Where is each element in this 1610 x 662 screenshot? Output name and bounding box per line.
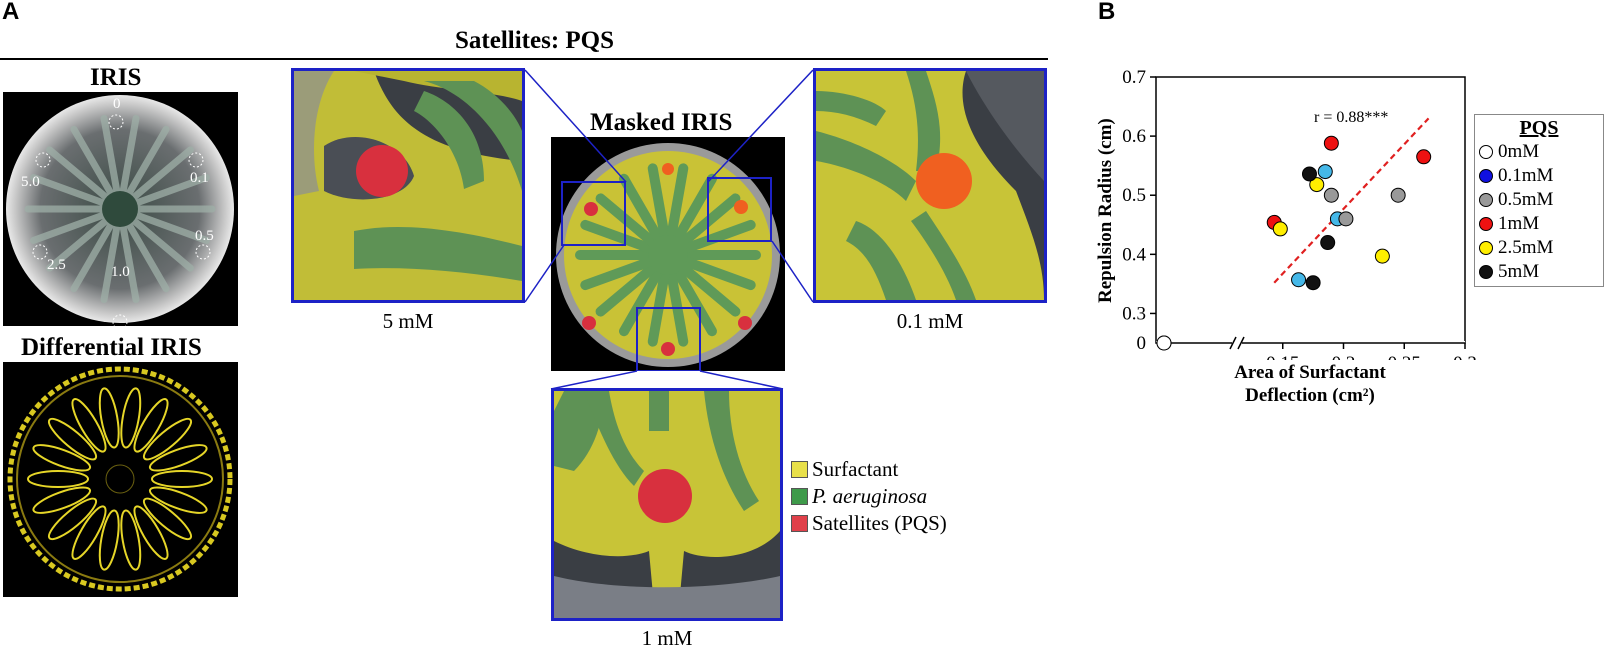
caption-1mm: 1 mM bbox=[641, 626, 693, 650]
scatter-chart: 0.3 0.4 0.5 0.6 0.7 0 0.15 0.2 0.25 0.3 r = 0.88**… bbox=[1122, 67, 1477, 360]
iris-label-01: 0.1 bbox=[190, 170, 209, 186]
masked-iris-image bbox=[551, 137, 785, 371]
data-point bbox=[1272, 221, 1288, 237]
y-tick-label: 0.5 bbox=[1122, 185, 1146, 206]
x-tick-label: 0.25 bbox=[1388, 353, 1421, 360]
diff-iris-title: Differential IRIS bbox=[21, 334, 202, 361]
pqs-legend-marker bbox=[1479, 169, 1493, 183]
x-tick-label: 0.15 bbox=[1266, 353, 1299, 360]
pqs-legend-label: 0.1mM bbox=[1498, 165, 1554, 186]
caption-5mm: 5 mM bbox=[382, 309, 434, 333]
plot-frame bbox=[1155, 76, 1466, 344]
pqs-legend-item: 1mM bbox=[1479, 212, 1603, 236]
x-tick-label: 0.3 bbox=[1453, 353, 1477, 360]
legend-surfactant-label: Surfactant bbox=[812, 456, 899, 481]
pqs-legend-label: 0.5mM bbox=[1498, 189, 1554, 210]
data-point bbox=[1309, 177, 1325, 193]
panel-a-letter: A bbox=[2, 0, 20, 25]
masked-iris-title: Masked IRIS bbox=[590, 109, 733, 136]
iris-image: 0 0.1 0.5 1.0 2.5 5.0 bbox=[3, 92, 238, 326]
data-point bbox=[1301, 166, 1317, 182]
correlation-annotation: r = 0.88*** bbox=[1314, 109, 1388, 126]
x-axis-label-line1: Area of Surfactant bbox=[1234, 362, 1386, 383]
pqs-legend-item: 5mM bbox=[1479, 260, 1603, 284]
pqs-legend-item: 0.5mM bbox=[1479, 188, 1603, 212]
pqs-legend-item: 0.1mM bbox=[1479, 164, 1603, 188]
zoom-01mm-image bbox=[813, 68, 1047, 303]
y-tick-label: 0.7 bbox=[1122, 67, 1146, 88]
pqs-legend-label: 1mM bbox=[1498, 213, 1540, 234]
data-point bbox=[1291, 272, 1307, 288]
panel-a-header: Satellites: PQS bbox=[455, 27, 615, 54]
legend-surfactant: Surfactant bbox=[791, 457, 947, 481]
y-axis-label: Repulsion Radius (cm) bbox=[1095, 118, 1116, 303]
data-point bbox=[1156, 335, 1172, 351]
pqs-legend-title: PQS bbox=[1519, 117, 1559, 139]
pqs-legend-marker bbox=[1479, 145, 1493, 159]
y-tick-label: 0.3 bbox=[1122, 303, 1146, 324]
data-point bbox=[1390, 187, 1406, 203]
surfactant-swatch bbox=[791, 460, 808, 478]
data-point bbox=[1338, 211, 1354, 227]
legend-satellites: Satellites (PQS) bbox=[791, 511, 947, 535]
data-point bbox=[1320, 235, 1336, 251]
satellite-swatch bbox=[791, 514, 808, 532]
header-rule bbox=[0, 58, 1048, 60]
data-point bbox=[1323, 135, 1339, 151]
iris-label-25: 2.5 bbox=[47, 257, 66, 273]
pqs-legend-label: 2.5mM bbox=[1498, 237, 1554, 258]
zoom-1mm-image bbox=[551, 388, 783, 621]
x-axis-label-line2: Deflection (cm²) bbox=[1245, 385, 1375, 406]
iris-label-50: 5.0 bbox=[21, 174, 40, 190]
iris-label-05: 0.5 bbox=[195, 228, 214, 244]
data-point bbox=[1323, 187, 1339, 203]
panel-b-letter: B bbox=[1098, 0, 1116, 25]
axis-break-marks bbox=[1229, 336, 1245, 350]
pqs-legend-item: 2.5mM bbox=[1479, 236, 1603, 260]
trend-line bbox=[1273, 117, 1430, 284]
zero-label: 0 bbox=[1137, 333, 1147, 354]
pqs-legend-label: 5mM bbox=[1498, 261, 1540, 282]
diff-iris-image bbox=[3, 362, 238, 597]
iris-label-10: 1.0 bbox=[111, 264, 130, 280]
caption-01mm: 0.1 mM bbox=[896, 309, 964, 333]
data-point bbox=[1416, 149, 1432, 165]
colony-swatch bbox=[791, 487, 808, 505]
y-tick-label: 0.4 bbox=[1122, 244, 1146, 265]
legend-colony: P. aeruginosa bbox=[791, 484, 947, 508]
pqs-legend-marker bbox=[1479, 265, 1493, 279]
data-point bbox=[1317, 164, 1333, 180]
pqs-legend-marker bbox=[1479, 241, 1493, 255]
x-tick-label: 0.2 bbox=[1332, 353, 1356, 360]
zoom-5mm-image bbox=[291, 68, 525, 303]
pqs-legend-items: 0mM 0.1mM 0.5mM 1mM 2.5mM 5mM bbox=[1475, 140, 1603, 284]
data-point bbox=[1305, 275, 1321, 291]
data-point bbox=[1374, 248, 1390, 264]
y-tick-label: 0.6 bbox=[1122, 126, 1146, 147]
pqs-legend: PQS 0mM 0.1mM 0.5mM 1mM 2.5mM 5mM bbox=[1474, 114, 1604, 287]
iris-label-0: 0 bbox=[113, 96, 121, 112]
pqs-legend-label: 0mM bbox=[1498, 141, 1540, 162]
pqs-legend-marker bbox=[1479, 193, 1493, 207]
iris-title: IRIS bbox=[90, 64, 142, 91]
pqs-legend-item: 0mM bbox=[1479, 140, 1603, 164]
panel-a-legend: Surfactant P. aeruginosa Satellites (PQS… bbox=[791, 457, 947, 535]
pqs-legend-marker bbox=[1479, 217, 1493, 231]
legend-colony-label: P. aeruginosa bbox=[812, 483, 928, 508]
legend-satellites-label: Satellites (PQS) bbox=[812, 510, 947, 535]
